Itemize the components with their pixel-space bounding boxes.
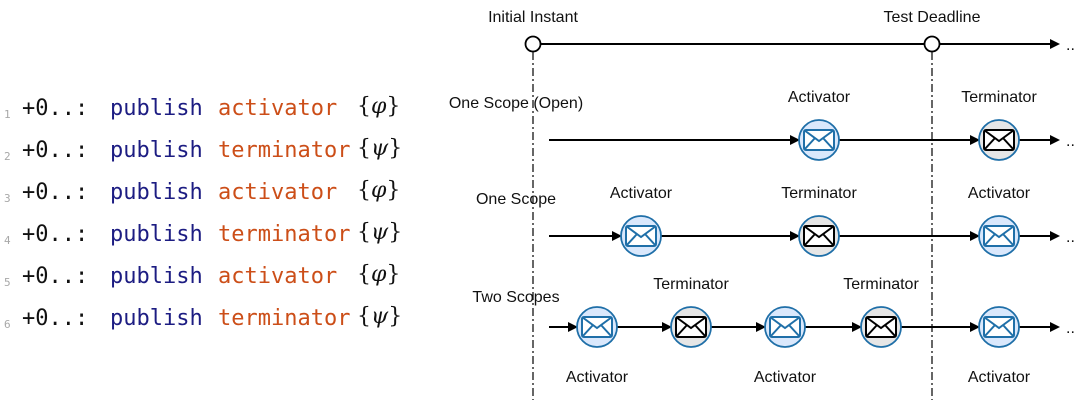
envelope-icon — [581, 316, 613, 338]
line-number: 6 — [4, 318, 11, 331]
row-ellipsis: .. — [1066, 320, 1075, 337]
topic-name: terminator — [218, 138, 351, 163]
formula: {φ} — [357, 94, 401, 119]
row-ellipsis: .. — [1066, 229, 1075, 246]
formula: {ψ} — [357, 304, 403, 329]
time-expression: +0..: — [22, 306, 89, 331]
activator-event: Activator — [968, 185, 1031, 257]
test-deadline-label: Test Deadline — [884, 9, 981, 26]
event-label: Activator — [788, 89, 851, 106]
initial-instant-label: Initial Instant — [488, 9, 578, 26]
formula-symbol: ψ — [371, 304, 389, 329]
formula-symbol: φ — [371, 178, 387, 203]
line-number: 5 — [4, 276, 11, 289]
time-expression: +0..: — [22, 222, 89, 247]
publish-keyword: publish — [110, 180, 203, 205]
topic-name: activator — [218, 180, 338, 205]
publish-keyword: publish — [110, 96, 203, 121]
envelope-icon — [983, 225, 1015, 247]
formula-symbol: φ — [371, 94, 387, 119]
envelope-icon — [803, 225, 835, 247]
formula: {ψ} — [357, 136, 403, 161]
envelope-icon — [769, 316, 801, 338]
timeline-ellipsis: .. — [1066, 37, 1075, 54]
initial-instant-marker — [524, 35, 542, 53]
topic-name: terminator — [218, 306, 351, 331]
formula: {φ} — [357, 262, 401, 287]
event-label: Terminator — [961, 89, 1037, 106]
time-expression: +0..: — [22, 180, 89, 205]
scope-row: .. Activator Terminator — [549, 89, 1075, 161]
event-label: Activator — [566, 369, 629, 386]
row-label-one-scope: One Scope — [476, 191, 556, 208]
envelope-icon — [675, 316, 707, 338]
envelope-icon — [803, 129, 835, 151]
terminator-event: Terminator — [961, 89, 1037, 161]
publish-keyword: publish — [110, 306, 203, 331]
publish-keyword: publish — [110, 138, 203, 163]
envelope-icon — [983, 316, 1015, 338]
publish-keyword: publish — [110, 264, 203, 289]
topic-name: terminator — [218, 222, 351, 247]
event-label: Activator — [968, 185, 1031, 202]
row-label-two-scopes: Two Scopes — [472, 289, 559, 306]
test-deadline-marker — [923, 35, 941, 53]
topic-name: activator — [218, 96, 338, 121]
topic-name: activator — [218, 264, 338, 289]
event-label: Terminator — [843, 276, 919, 293]
formula-symbol: φ — [371, 262, 387, 287]
time-expression: +0..: — [22, 96, 89, 121]
time-expression: +0..: — [22, 138, 89, 163]
activator-event: Activator — [754, 306, 817, 386]
event-label: Activator — [968, 369, 1031, 386]
formula: {φ} — [357, 178, 401, 203]
envelope-icon — [983, 129, 1015, 151]
line-number: 3 — [4, 192, 11, 205]
row-label-one-scope-open: One Scope (Open) — [449, 95, 583, 112]
event-label: Terminator — [781, 185, 857, 202]
publish-keyword: publish — [110, 222, 203, 247]
formula: {ψ} — [357, 220, 403, 245]
activator-event: Activator — [566, 306, 629, 386]
envelope-icon — [625, 225, 657, 247]
formula-symbol: ψ — [371, 136, 389, 161]
row-ellipsis: .. — [1066, 133, 1075, 150]
terminator-event: Terminator — [843, 276, 919, 348]
time-expression: +0..: — [22, 264, 89, 289]
event-label: Activator — [754, 369, 817, 386]
event-label: Activator — [610, 185, 673, 202]
activator-event: Activator — [610, 185, 673, 257]
envelope-icon — [865, 316, 897, 338]
formula-symbol: ψ — [371, 220, 389, 245]
line-number: 4 — [4, 234, 11, 247]
terminator-event: Terminator — [653, 276, 729, 348]
line-number: 1 — [4, 108, 11, 121]
event-label: Terminator — [653, 276, 729, 293]
terminator-event: Terminator — [781, 185, 857, 257]
line-number: 2 — [4, 150, 11, 163]
activator-event: Activator — [788, 89, 851, 161]
scope-row: .. Activator Terminator Activator — [549, 185, 1075, 257]
activator-event: Activator — [968, 306, 1031, 386]
